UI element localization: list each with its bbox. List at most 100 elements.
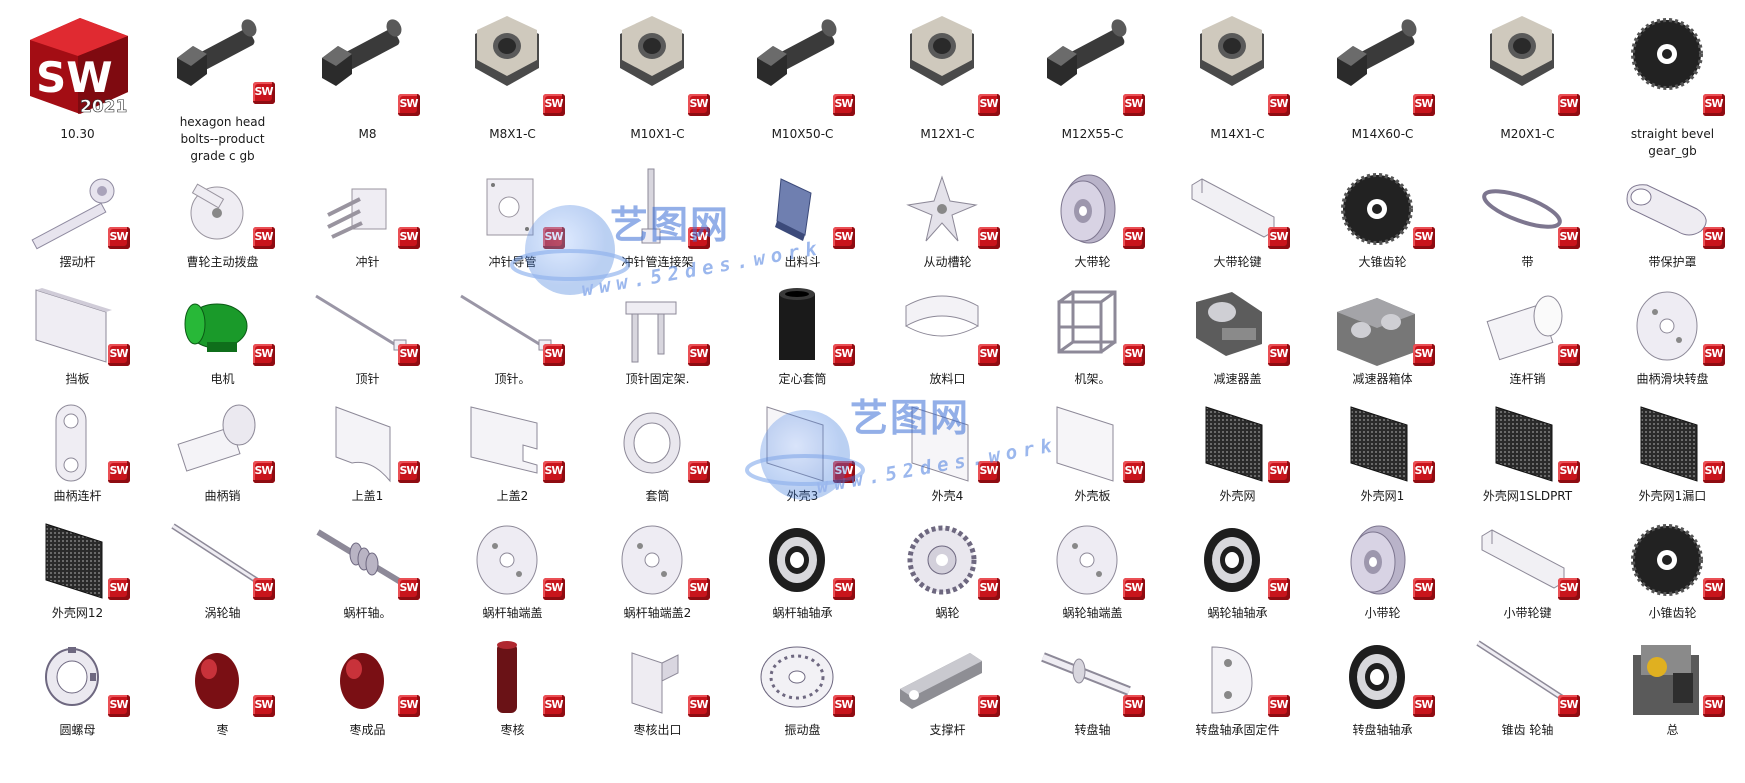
file-item[interactable]: 枣成品: [295, 633, 440, 750]
file-item[interactable]: 摆动杆: [5, 165, 150, 282]
file-thumbnail: [602, 516, 714, 606]
file-item[interactable]: 枣核: [440, 633, 585, 750]
file-item[interactable]: 涡轮轴: [150, 516, 295, 633]
file-item[interactable]: 外壳板: [1020, 399, 1165, 516]
file-item[interactable]: 带: [1455, 165, 1600, 282]
file-thumbnail: [312, 165, 424, 255]
file-item[interactable]: 曲柄销: [150, 399, 295, 516]
file-item[interactable]: M8: [295, 6, 440, 165]
file-item[interactable]: 蜗杆轴轴承: [730, 516, 875, 633]
file-item[interactable]: 冲针管连接架: [585, 165, 730, 282]
file-item[interactable]: M12X55-C: [1020, 6, 1165, 165]
file-item[interactable]: 蜗杆轴端盖: [440, 516, 585, 633]
file-item[interactable]: 小锥齿轮: [1600, 516, 1745, 633]
file-item[interactable]: 顶针: [295, 282, 440, 399]
solidworks-file-badge-icon: [687, 578, 710, 600]
file-label: 曹轮主动拨盘: [186, 255, 259, 269]
file-item[interactable]: 枣: [150, 633, 295, 750]
file-item[interactable]: 电机: [150, 282, 295, 399]
file-item[interactable]: M10X50-C: [730, 6, 875, 165]
file-item[interactable]: 蜗轮轴轴承: [1165, 516, 1310, 633]
file-item[interactable]: M10X1-C: [585, 6, 730, 165]
file-item[interactable]: straight bevel gear_gb: [1600, 6, 1745, 165]
file-item[interactable]: 振动盘: [730, 633, 875, 750]
file-item[interactable]: 大带轮: [1020, 165, 1165, 282]
file-item[interactable]: 曲柄滑块转盘: [1600, 282, 1745, 399]
file-item[interactable]: 蜗杆轴。: [295, 516, 440, 633]
file-item[interactable]: 减速器盖: [1165, 282, 1310, 399]
file-label: 顶针。: [494, 372, 531, 386]
file-item[interactable]: 连杆销: [1455, 282, 1600, 399]
file-item[interactable]: 外壳网1: [1310, 399, 1455, 516]
file-label: 外壳4: [931, 489, 964, 503]
file-item[interactable]: 大带轮键: [1165, 165, 1310, 282]
file-item[interactable]: M20X1-C: [1455, 6, 1600, 165]
file-item[interactable]: 支撑杆: [875, 633, 1020, 750]
file-item[interactable]: 冲针导管: [440, 165, 585, 282]
file-item[interactable]: 外壳4: [875, 399, 1020, 516]
file-thumbnail: [22, 633, 134, 723]
file-item[interactable]: 小带轮键: [1455, 516, 1600, 633]
file-item[interactable]: 大锥齿轮: [1310, 165, 1455, 282]
solidworks-file-badge-icon: [1267, 94, 1290, 116]
solidworks-file-badge-icon: [542, 578, 565, 600]
file-item[interactable]: 套筒: [585, 399, 730, 516]
file-thumbnail: [167, 516, 279, 606]
file-item[interactable]: 枣核出口: [585, 633, 730, 750]
file-item[interactable]: 圆螺母: [5, 633, 150, 750]
file-item[interactable]: 小带轮: [1310, 516, 1455, 633]
file-item[interactable]: 冲针: [295, 165, 440, 282]
file-item[interactable]: 外壳网: [1165, 399, 1310, 516]
solidworks-file-badge-icon: [542, 227, 565, 249]
file-item[interactable]: M14X60-C: [1310, 6, 1455, 165]
file-thumbnail: [1617, 10, 1729, 122]
file-item[interactable]: 机架。: [1020, 282, 1165, 399]
file-item[interactable]: 外壳3: [730, 399, 875, 516]
file-item[interactable]: 转盘轴: [1020, 633, 1165, 750]
file-thumbnail: [167, 10, 279, 110]
file-item[interactable]: 顶针。: [440, 282, 585, 399]
file-thumbnail: [747, 516, 859, 606]
file-item[interactable]: 带保护罩: [1600, 165, 1745, 282]
file-item[interactable]: 总: [1600, 633, 1745, 750]
file-item[interactable]: 转盘轴承固定件: [1165, 633, 1310, 750]
file-thumbnail: [602, 633, 714, 723]
solidworks-file-badge-icon: [1557, 227, 1580, 249]
file-item[interactable]: 外壳网12: [5, 516, 150, 633]
file-item[interactable]: M8X1-C: [440, 6, 585, 165]
file-thumbnail: [1037, 282, 1149, 372]
solidworks-file-badge-icon: [977, 578, 1000, 600]
file-item[interactable]: 放料口: [875, 282, 1020, 399]
file-label: 转盘轴承固定件: [1195, 723, 1280, 737]
file-item[interactable]: 蜗轮轴端盖: [1020, 516, 1165, 633]
file-label: 蜗轮: [935, 606, 960, 620]
file-item[interactable]: 外壳网1SLDPRT: [1455, 399, 1600, 516]
file-item[interactable]: 从动槽轮: [875, 165, 1020, 282]
file-item[interactable]: 减速器箱体: [1310, 282, 1455, 399]
file-item[interactable]: M14X1-C: [1165, 6, 1310, 165]
file-item[interactable]: 定心套筒: [730, 282, 875, 399]
file-label: 外壳网1: [1360, 489, 1405, 503]
file-item[interactable]: 曹轮主动拨盘: [150, 165, 295, 282]
file-item[interactable]: 转盘轴轴承: [1310, 633, 1455, 750]
solidworks-file-badge-icon: [107, 344, 130, 366]
file-item[interactable]: 外壳网1漏口: [1600, 399, 1745, 516]
file-label: 外壳网1SLDPRT: [1482, 489, 1573, 503]
file-item[interactable]: 挡板: [5, 282, 150, 399]
file-thumbnail: [457, 282, 569, 372]
file-item[interactable]: 顶针固定架.: [585, 282, 730, 399]
file-thumbnail: [22, 282, 134, 372]
file-item[interactable]: 锥齿 轮轴: [1455, 633, 1600, 750]
file-item[interactable]: 曲柄连杆: [5, 399, 150, 516]
file-thumbnail: [747, 165, 859, 255]
file-item[interactable]: 蜗轮: [875, 516, 1020, 633]
solidworks-file-badge-icon: [1557, 461, 1580, 483]
file-label: 大锥齿轮: [1358, 255, 1407, 269]
file-item[interactable]: 上盖1: [295, 399, 440, 516]
file-item[interactable]: hexagon head bolts--product grade c gb: [150, 6, 295, 165]
file-item[interactable]: M12X1-C: [875, 6, 1020, 165]
file-item[interactable]: 上盖2: [440, 399, 585, 516]
file-item[interactable]: 蜗杆轴端盖2: [585, 516, 730, 633]
file-item[interactable]: 出料斗: [730, 165, 875, 282]
